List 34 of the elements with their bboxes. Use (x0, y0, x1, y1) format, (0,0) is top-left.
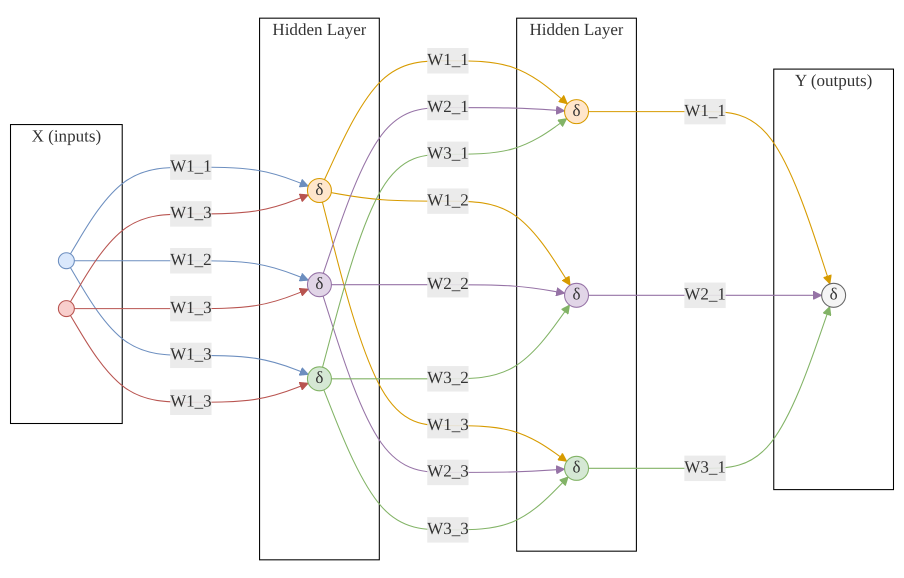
node-circle: δ (306, 272, 332, 298)
edge-label: W1_1 (170, 158, 212, 176)
arrow (323, 390, 569, 530)
edge-label: W3_1 (684, 458, 726, 477)
edge-label: W3_1 (427, 144, 469, 163)
arrow (322, 296, 565, 474)
edge-label: W1_3 (170, 346, 212, 364)
edge-label: W2_1 (427, 98, 469, 116)
node-circle: δ (306, 366, 332, 392)
edge-label: W2_1 (684, 286, 726, 304)
edge-label: W1_3 (170, 392, 212, 411)
arrow (322, 106, 565, 274)
arrow (70, 315, 309, 403)
edge-label: W1_1 (427, 51, 469, 70)
edge-label: W1_1 (684, 102, 726, 120)
cluster: X (inputs) (10, 124, 123, 424)
node-circle: δ (821, 282, 846, 308)
edge-label: W1_3 (170, 204, 212, 222)
arrow (324, 60, 568, 180)
node-circle (58, 252, 75, 270)
node-circle: δ (564, 282, 590, 308)
node-circle: δ (306, 178, 332, 204)
edge-label: W3_2 (427, 369, 469, 388)
edge-label: W2_3 (427, 462, 469, 481)
edge-label: W2_2 (427, 275, 469, 294)
edge-label: W3_3 (427, 520, 469, 538)
edge-label: W1_3 (427, 416, 469, 434)
edge-label: W1_2 (170, 251, 212, 270)
node-circle: δ (564, 99, 590, 124)
edge-label: W1_3 (170, 299, 212, 318)
node-circle: δ (564, 456, 590, 481)
node-circle (58, 300, 75, 318)
edge-label: W1_2 (427, 192, 469, 210)
arrow (70, 166, 309, 254)
